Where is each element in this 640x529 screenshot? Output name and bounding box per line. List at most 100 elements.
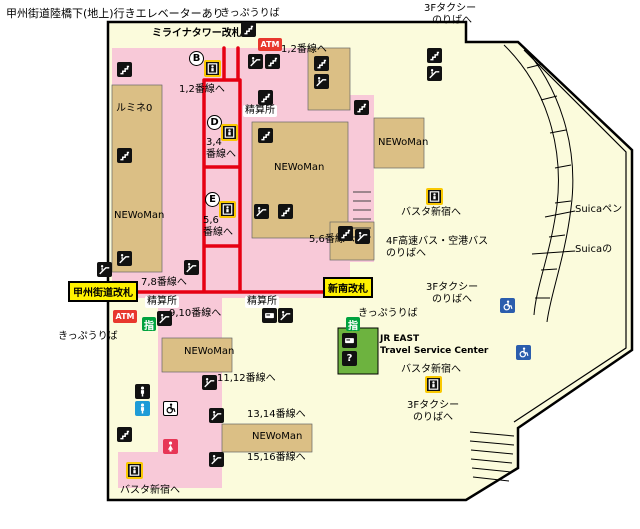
escalator-icon (254, 204, 269, 219)
label-platform-5-6-line2: 番線へ (203, 227, 233, 238)
elevator-mark-d: D (207, 115, 222, 130)
elevator-icon (126, 462, 143, 479)
label-suica-no: Suicaの (575, 244, 613, 255)
label-taxi-mid-line1: 3Fタクシー (426, 282, 479, 293)
toilet-women-icon (163, 439, 178, 454)
label-platform-5-6-line1: 5,6 (203, 215, 219, 226)
label-taxi-bottom-line1: 3Fタクシー (407, 400, 460, 411)
label-platform-13-14: 13,14番線へ (247, 409, 306, 420)
label-newoman-right: NEWoMan (378, 137, 429, 148)
label-platform-15-16: 15,16番線へ (247, 452, 306, 463)
label-platform-3-4-line2: 番線へ (206, 149, 236, 160)
label-busta-right-upper: バスタ新宿へ (401, 207, 461, 218)
toilet-men-icon (135, 401, 150, 416)
label-platform-3-4-line1: 3,4 (206, 137, 222, 148)
wheelchair-icon (500, 298, 515, 313)
elevator-icon (426, 188, 443, 205)
escalator-icon (117, 251, 132, 266)
ticket-machine-icon (262, 308, 277, 323)
label-platform-11-12: 11,12番線へ (217, 373, 276, 384)
stairs-icon (258, 128, 273, 143)
taxi-ramp (503, 42, 574, 323)
reserved-seat-badge-right: 指 (346, 317, 360, 332)
label-taxi-top-line1: 3Fタクシー (424, 3, 477, 14)
leader-lines (531, 210, 576, 255)
label-platform-1-2: 1,2番線へ (179, 84, 225, 95)
atm-badge-top: ATM (258, 38, 282, 51)
label-newoman-lower1: NEWoMan (184, 346, 235, 357)
buildings (111, 47, 425, 453)
label-suica-penguin: Suicaペン (575, 204, 623, 215)
person-icon (135, 384, 150, 399)
label-miraina-gate: ミライナタワー改札 (152, 28, 242, 39)
escalator-icon (157, 311, 172, 326)
label-bus-4f-line2: のりばへ (386, 248, 426, 259)
elevator-mark-e: E (205, 192, 220, 207)
label-busta-right-lower: バスタ新宿へ (401, 364, 461, 375)
stairs-structure (469, 431, 515, 482)
stairs-icon (241, 22, 256, 37)
elevator-icon (425, 376, 442, 393)
building-newoman-right (373, 117, 425, 169)
label-fare-adjustment-top: 精算所 (243, 105, 277, 117)
stairs-icon (354, 100, 369, 115)
label-bus-4f-line1: 4F高速バス・空港バス (386, 236, 489, 247)
escalator-icon (278, 308, 293, 323)
stairs-icon (117, 427, 132, 442)
label-platform-9-10: 9,10番線へ (169, 308, 222, 319)
inner-wall-line (513, 49, 627, 423)
label-ticket-office-right: きっぷうりば (358, 308, 418, 319)
escalator-icon (97, 262, 112, 277)
stairs-icon (427, 48, 442, 63)
label-fare-adjustment-right: 精算所 (245, 296, 279, 308)
escalator-icon (202, 375, 217, 390)
building-lumine-newoman-left (111, 84, 163, 273)
atm-badge-left: ATM (113, 310, 137, 323)
stairs-icon (278, 204, 293, 219)
label-taxi-bottom-line2: のりばへ (413, 412, 453, 423)
label-ticket-office-top: きっぷうりば (220, 8, 280, 19)
label-fare-adjustment-left: 精算所 (145, 296, 179, 308)
question-mark-icon: ? (342, 351, 357, 366)
elevator-icon (221, 124, 238, 141)
label-platform-1-2-top: 1,2番線へ (281, 44, 327, 55)
building-newoman-lower1 (161, 337, 233, 373)
escalator-icon (355, 229, 370, 244)
stairs-icon (265, 54, 280, 69)
stairs-icon (338, 226, 353, 241)
gate-shinminami: 新南改札 (323, 277, 373, 298)
label-taxi-top-line2: のりばへ (432, 15, 472, 26)
route-red-path (112, 46, 334, 294)
label-newoman-left: NEWoMan (114, 210, 165, 221)
label-platform-7-8: 7,8番線へ (141, 277, 187, 288)
label-jr-east-line1: JR EAST (380, 334, 420, 344)
escalator-icon (209, 408, 224, 423)
label-ticket-office-left: きっぷうりば (58, 331, 118, 342)
accessible-toilet-icon (163, 401, 178, 416)
label-busta-bottom: バスタ新宿へ (120, 485, 180, 496)
elevator-icon (219, 201, 236, 218)
label-platform-5-6-right: 5,6番線へ (309, 234, 355, 245)
escalator-icon (209, 452, 224, 467)
stairs-icon (314, 56, 329, 71)
stairs-icon (117, 148, 132, 163)
stairs-icon (258, 90, 273, 105)
label-newoman-center: NEWoMan (274, 162, 325, 173)
reserved-seat-badge-left: 指 (142, 317, 156, 332)
elevator-icon (204, 60, 221, 77)
escalator-icon (314, 74, 329, 89)
building-newoman-lower2 (221, 423, 313, 453)
note-overpass-elevator: 甲州街道陸橋下(地上)行きエレベーターあり (6, 7, 224, 20)
elevator-mark-b: B (189, 51, 204, 66)
label-newoman-lower2: NEWoMan (252, 431, 303, 442)
stairs-icon (117, 62, 132, 77)
gate-koshukaido: 甲州街道改札 (68, 281, 138, 302)
escalator-icon (184, 260, 199, 275)
corridor-stairs-hatch (353, 191, 371, 238)
ticket-machine-icon (342, 333, 357, 348)
wheelchair-icon (516, 345, 531, 360)
escalator-icon (248, 54, 263, 69)
label-jr-east-line2: Travel Service Center (380, 346, 489, 356)
